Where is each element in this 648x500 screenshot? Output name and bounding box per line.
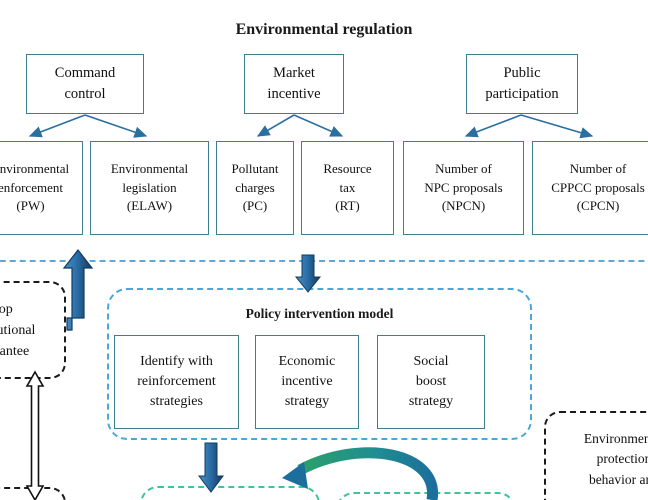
section-title-environmental-regulation: Environmental regulation (235, 21, 413, 38)
box-market-incentive-line1: Market (273, 64, 315, 81)
box-identify-reinforcement-strategies[interactable]: Identify with reinforcement strategies (114, 335, 239, 429)
box-npc-proposals[interactable]: Number of NPC proposals (NPCN) (403, 141, 524, 235)
box-cppcc-proposals-code: (CPCN) (576, 198, 620, 214)
environmental-regulation-container (0, 0, 648, 262)
box-environmental-enforcement[interactable]: Environmental enforcement (PW) (0, 141, 83, 235)
arrow-institutional-to-regulation (62, 249, 94, 331)
strategy-2-line2: incentive (281, 373, 333, 389)
box-npc-proposals-code: (NPCN) (441, 198, 486, 214)
box-bottom-left-partial[interactable] (0, 487, 66, 500)
box-command-control-line1: Command (54, 64, 116, 81)
box-cppcc-proposals-line2: CPPCC proposals (551, 179, 645, 195)
strategy-1-line2: reinforcement (137, 373, 216, 389)
box-resource-tax-code: (RT) (335, 198, 360, 214)
box-npc-proposals-line1: Number of (435, 160, 492, 176)
box-npc-proposals-line2: NPC proposals (424, 179, 503, 195)
institutional-line3: guarantee (0, 343, 30, 359)
box-environmental-enforcement-line1: Environmental (0, 160, 70, 176)
box-cppcc-proposals-line1: Number of (569, 160, 627, 176)
box-pollutant-charges-code: (PC) (242, 198, 268, 214)
box-environmental-enforcement-line2: enforcement (0, 179, 63, 195)
box-command-control-line2: control (64, 86, 106, 102)
institutional-line1: Top (0, 301, 13, 317)
strategy-1-line3: strategies (150, 394, 203, 410)
box-environmental-legislation-code: (ELAW) (126, 198, 173, 214)
box-resource-tax-line2: tax (339, 179, 356, 195)
strategy-2-line3: strategy (284, 394, 330, 410)
box-pollutant-charges-line2: charges (235, 179, 275, 195)
box-pollutant-charges-line1: Pollutant (231, 160, 279, 176)
box-public-participation-line2: participation (485, 86, 559, 102)
box-public-participation-line1: Public (503, 64, 541, 81)
box-top-institutional-guarantee[interactable]: Top institutional guarantee (0, 281, 66, 379)
box-public-participation[interactable]: Public participation (466, 54, 578, 114)
box-bottom-center-green-partial[interactable] (140, 486, 320, 500)
box-environmental-protection-behavior[interactable]: Environmental protection behavior and (544, 411, 648, 500)
strategy-3-line2: boost (415, 373, 447, 389)
box-social-boost-strategy[interactable]: Social boost strategy (377, 335, 485, 429)
box-bottom-right-green-partial[interactable] (336, 492, 516, 500)
behavior-line3: behavior and (588, 471, 648, 487)
institutional-line2: institutional (0, 322, 36, 338)
box-resource-tax[interactable]: Resource tax (RT) (301, 141, 394, 235)
strategy-3-line1: Social (413, 353, 449, 369)
box-resource-tax-line1: Resource (323, 160, 372, 176)
box-pollutant-charges[interactable]: Pollutant charges (PC) (216, 141, 294, 235)
behavior-line2: protection (596, 451, 648, 467)
section-title-policy-intervention-model: Policy intervention model (245, 306, 394, 321)
box-cppcc-proposals[interactable]: Number of CPPCC proposals (CPCN) (532, 141, 648, 235)
box-economic-incentive-strategy[interactable]: Economic incentive strategy (255, 335, 359, 429)
box-market-incentive-line2: incentive (267, 86, 321, 102)
strategy-3-line3: strategy (408, 394, 454, 410)
strategy-2-line1: Economic (278, 353, 336, 369)
arrow-policy-model-to-outcome (198, 442, 224, 493)
strategy-1-line1: Identify with (140, 353, 213, 369)
box-environmental-enforcement-code: (PW) (16, 198, 45, 214)
box-environmental-legislation-line1: Environmental (110, 160, 189, 176)
arrow-double-headed-vertical (25, 370, 45, 500)
box-environmental-legislation[interactable]: Environmental legislation (ELAW) (90, 141, 209, 235)
behavior-line1: Environmental (583, 431, 648, 446)
box-environmental-legislation-line2: legislation (122, 179, 177, 195)
box-market-incentive[interactable]: Market incentive (244, 54, 344, 114)
box-command-control[interactable]: Command control (26, 54, 144, 114)
